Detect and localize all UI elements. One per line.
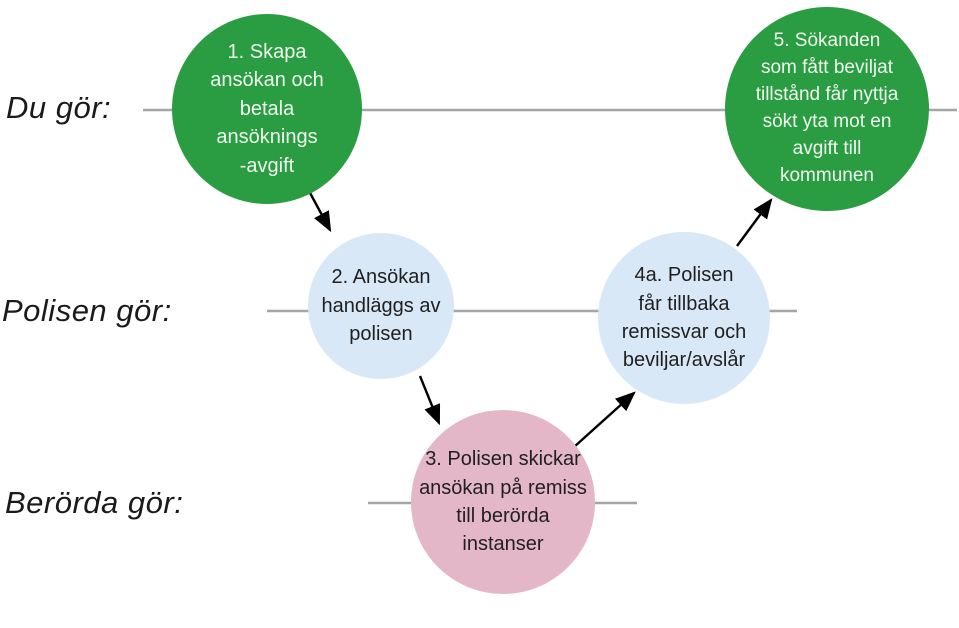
step-circle-5-beviljat-tillstand: 5. Sökanden som fått beviljat tillstånd … (725, 7, 929, 211)
lane-label-polisen-gor: Polisen gör: (2, 293, 172, 328)
step-circle-4a-text: 4a. Polisen får tillbaka remissvar och b… (621, 264, 747, 372)
step-circle-5-text: 5. Sökanden som fått beviljat tillstånd … (755, 30, 899, 186)
step-circle-2-ansokan-handlaggs: 2. Ansökan handläggs av polisen (308, 233, 454, 379)
step-circle-3-text: 3. Polisen skickar ansökan på remiss til… (419, 448, 587, 556)
step-circle-1-skapa-ansokan: 1. Skapa ansökan och betala ansöknings -… (172, 14, 362, 204)
step-circle-1-text: 1. Skapa ansökan och betala ansöknings -… (210, 41, 324, 177)
step-circle-3-remiss: 3. Polisen skickar ansökan på remiss til… (411, 410, 595, 594)
lane-label-berorda-gor: Berörda gör: (5, 485, 184, 520)
arrow-step1-to-step2 (307, 190, 332, 233)
step-circle-2-text: 2. Ansökan handläggs av polisen (321, 266, 441, 346)
lane-label-du-gor: Du gör: (6, 90, 112, 125)
step-circle-4a-remissvar: 4a. Polisen får tillbaka remissvar och b… (598, 232, 770, 404)
arrow-step2-to-step3 (418, 375, 441, 426)
arrow-step4a-to-step5 (736, 198, 773, 247)
